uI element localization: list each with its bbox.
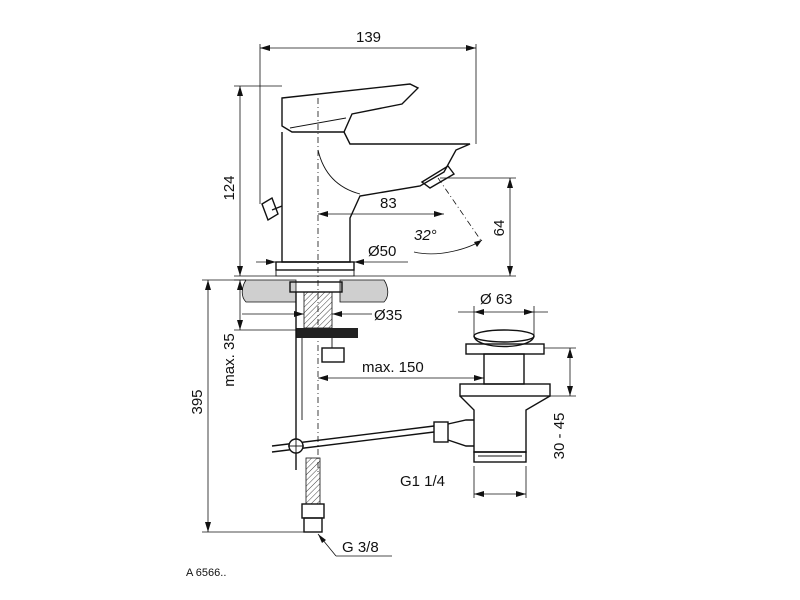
label-base-diameter: Ø50	[368, 243, 396, 260]
label-hose-thread: G 3/8	[342, 539, 379, 556]
label-waste-diameter: Ø 63	[480, 291, 513, 308]
dimension-labels: 139 124 83 32° 64 Ø50 Ø35 Ø 63 max. 35 m…	[186, 29, 568, 579]
waste-fitting	[447, 329, 551, 463]
label-waste-range: 30 - 45	[551, 413, 568, 460]
pop-up-rod	[271, 421, 449, 454]
label-max-thickness: max. 35	[221, 333, 238, 386]
label-drawing-ref: A 6566..	[186, 567, 226, 579]
label-max-distance: max. 150	[362, 359, 424, 376]
label-spout-height: 64	[491, 220, 508, 237]
countertop	[241, 279, 389, 303]
label-waste-thread: G1 1/4	[400, 473, 445, 490]
label-total-height: 395	[189, 389, 206, 414]
mounting-shank	[289, 281, 358, 533]
dimension-lines	[202, 44, 576, 557]
faucet-body	[261, 83, 471, 277]
label-width-top: 139	[356, 29, 381, 46]
label-height-left: 124	[221, 175, 238, 200]
label-angle: 32°	[414, 227, 437, 244]
label-hole-diameter: Ø35	[374, 307, 402, 324]
label-spout-reach: 83	[380, 195, 397, 212]
